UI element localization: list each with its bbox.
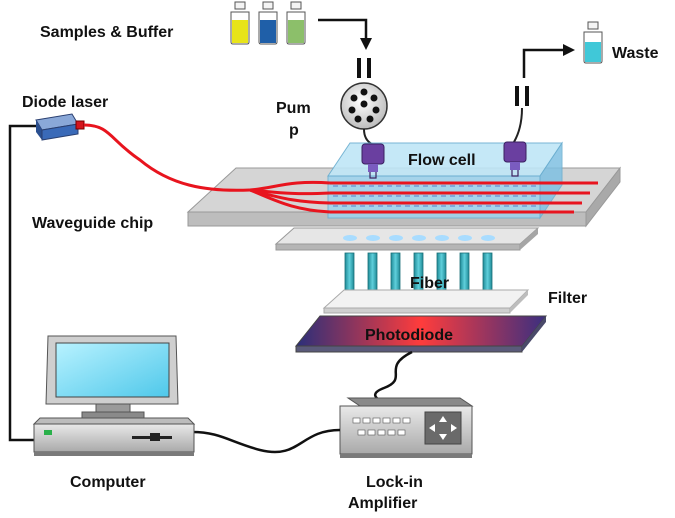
- waveguide-channels: [330, 181, 598, 214]
- label-lockin-line2: Amplifier: [348, 495, 417, 512]
- label-waste: Waste: [612, 45, 659, 62]
- emission-spots: [343, 235, 495, 241]
- vial-yellow: [230, 1, 250, 45]
- outlet-tube-clamp: [515, 86, 519, 106]
- label-photodiode: Photodiode: [365, 327, 453, 344]
- label-computer: Computer: [70, 474, 146, 491]
- waste-arrowhead: [563, 44, 575, 56]
- label-pump-line2: p: [289, 122, 299, 139]
- emission-plate: [274, 227, 540, 251]
- label-diode-laser: Diode laser: [22, 94, 108, 111]
- vial-green: [286, 1, 306, 45]
- sample-vials: [230, 1, 306, 45]
- computer: [32, 335, 196, 456]
- pump: [340, 82, 388, 130]
- filter: [322, 289, 530, 314]
- photodiode: [294, 315, 548, 353]
- lockin-arrows-icon: [429, 416, 457, 440]
- label-samples-buffer: Samples & Buffer: [40, 24, 173, 41]
- photodiode-cable: [373, 350, 413, 406]
- inlet-arrowhead: [360, 38, 372, 50]
- laser-fiber: [83, 123, 331, 214]
- label-lockin-line1: Lock-in: [366, 474, 423, 491]
- label-filter: Filter: [548, 290, 587, 307]
- inlet-connector: [361, 143, 385, 179]
- computer-screen: [55, 342, 170, 398]
- lockin-buttons: [352, 417, 411, 436]
- inlet-tube: [363, 128, 373, 145]
- outlet-connector: [503, 141, 527, 177]
- optical-fibers: [344, 252, 493, 304]
- label-pump-line1: Pum: [276, 100, 311, 117]
- vial-blue: [258, 1, 278, 45]
- lockin-computer-cable: [191, 428, 341, 454]
- label-waveguide-chip: Waveguide chip: [32, 215, 153, 232]
- label-flow-cell: Flow cell: [408, 152, 476, 169]
- outlet-tube: [513, 107, 523, 143]
- label-fiber: Fiber: [410, 275, 449, 292]
- diode-laser: [35, 113, 85, 141]
- vial-waste: [583, 21, 603, 64]
- lockin-amplifier: [339, 397, 474, 458]
- waste-arrow: [522, 48, 565, 78]
- laser-computer-cable: [8, 124, 36, 442]
- inlet-tube-clamp: [357, 58, 361, 78]
- inlet-arrow: [318, 18, 368, 40]
